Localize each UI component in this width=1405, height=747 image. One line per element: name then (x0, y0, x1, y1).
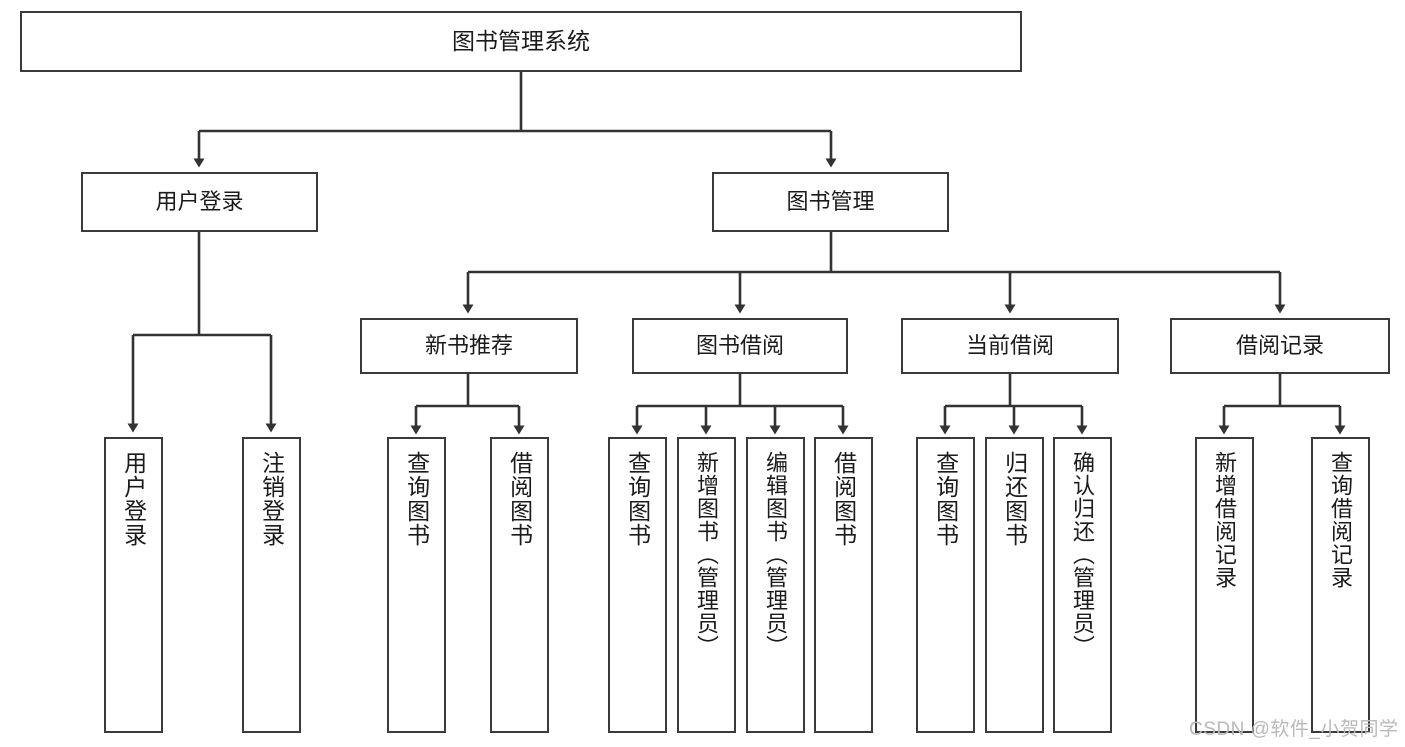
leaf-user-login[interactable]: 用户登录 (104, 437, 163, 733)
node-book-borrow-label: 图书借阅 (695, 333, 784, 359)
leaf-query-book-3-label: 查询图书 (932, 451, 959, 547)
leaf-query-record-label: 查询借阅记录 (1328, 451, 1354, 589)
node-new-book-recommend[interactable]: 新书推荐 (360, 318, 578, 374)
leaf-return-book-label: 归还图书 (1001, 451, 1028, 547)
leaf-edit-book[interactable]: 编辑图书（管理员） (746, 437, 805, 733)
node-current-borrow[interactable]: 当前借阅 (901, 318, 1119, 374)
leaf-confirm-return[interactable]: 确认归还（管理员） (1053, 437, 1112, 733)
leaf-add-record[interactable]: 新增借阅记录 (1195, 437, 1254, 733)
leaf-query-book-1[interactable]: 查询图书 (387, 437, 446, 733)
leaf-edit-book-label: 编辑图书（管理员） (763, 451, 789, 658)
node-current-borrow-label: 当前借阅 (965, 333, 1054, 359)
csdn-watermark: CSDN @软件_小贺同学 (1189, 719, 1399, 740)
leaf-borrow-book-1[interactable]: 借阅图书 (490, 437, 549, 733)
node-book-manage-label: 图书管理 (786, 189, 875, 215)
leaf-borrow-book-2-label: 借阅图书 (830, 451, 857, 547)
node-root-system[interactable]: 图书管理系统 (20, 11, 1022, 72)
node-book-manage[interactable]: 图书管理 (712, 172, 949, 232)
leaf-user-logout[interactable]: 注销登录 (242, 437, 301, 733)
leaf-query-book-1-label: 查询图书 (403, 451, 430, 547)
leaf-query-record[interactable]: 查询借阅记录 (1311, 437, 1370, 733)
node-user-login-label: 用户登录 (155, 189, 244, 215)
leaf-query-book-2-label: 查询图书 (624, 451, 651, 547)
leaf-add-book[interactable]: 新增图书（管理员） (677, 437, 736, 733)
leaf-return-book[interactable]: 归还图书 (985, 437, 1044, 733)
leaf-add-record-label: 新增借阅记录 (1212, 451, 1238, 589)
leaf-borrow-book-2[interactable]: 借阅图书 (814, 437, 873, 733)
node-book-borrow[interactable]: 图书借阅 (632, 318, 848, 374)
node-borrow-record-label: 借阅记录 (1235, 333, 1324, 359)
leaf-query-book-2[interactable]: 查询图书 (608, 437, 667, 733)
leaf-query-book-3[interactable]: 查询图书 (916, 437, 975, 733)
leaf-user-logout-label: 注销登录 (258, 451, 285, 547)
node-new-book-recommend-label: 新书推荐 (424, 333, 513, 359)
node-root-system-label: 图书管理系统 (452, 27, 590, 54)
node-borrow-record[interactable]: 借阅记录 (1170, 318, 1390, 374)
leaf-borrow-book-1-label: 借阅图书 (506, 451, 533, 547)
node-user-login[interactable]: 用户登录 (81, 172, 318, 232)
leaf-add-book-label: 新增图书（管理员） (694, 451, 720, 658)
leaf-user-login-label: 用户登录 (120, 451, 147, 547)
leaf-confirm-return-label: 确认归还（管理员） (1070, 451, 1096, 658)
